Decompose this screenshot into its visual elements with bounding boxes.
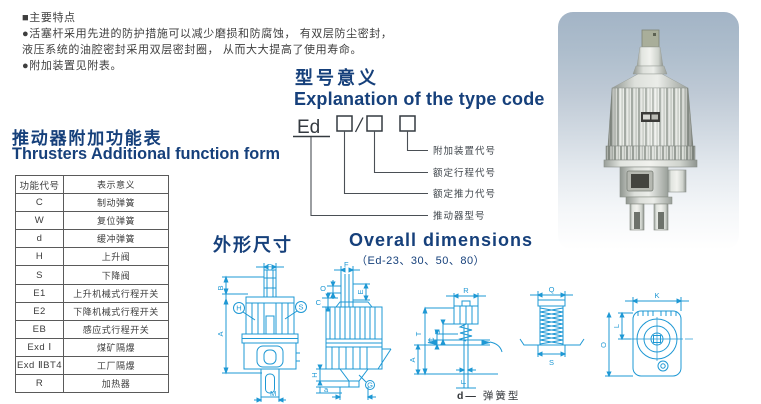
cell-code: Exd ⅡBT4 <box>15 355 64 376</box>
drawing-note: d— 弹簧型 <box>457 388 520 403</box>
table-row: Exd ⅡBT4 工厂隔爆 <box>15 355 169 376</box>
dim-label: G <box>367 381 373 390</box>
drawing-side-view: F O E C H a G <box>312 260 392 400</box>
cell-meaning: 加热器 <box>63 374 169 394</box>
table-row: R 加热器 <box>15 374 169 394</box>
dim-label: Q <box>549 285 555 294</box>
dim-label: S <box>298 303 303 312</box>
dimensions-title-en: Overall dimensions <box>349 230 534 250</box>
drawing-note-prefix: d— <box>457 390 478 402</box>
cell-meaning: 复位弹簧 <box>63 211 169 231</box>
table-row: S 下降阀 <box>15 265 169 285</box>
dim-label: F <box>267 262 272 271</box>
features-block: ■主要特点 ●活塞杆采用先进的防护措施可以减少磨损和防腐蚀， 有双层防尘密封， … <box>22 10 393 74</box>
cell-code: E1 <box>15 283 64 303</box>
type-code-title-zh: 型号意义 <box>295 68 379 88</box>
dim-label: K <box>654 291 659 300</box>
table-row: C 制动弹簧 <box>15 193 169 213</box>
cell-code: C <box>15 193 64 213</box>
cell-meaning: 缓冲弹簧 <box>63 229 169 249</box>
table-row: d 缓冲弹簧 <box>15 229 169 249</box>
cell-meaning: 感应式行程开关 <box>63 319 169 339</box>
cell-meaning: 下降机械式行程开关 <box>63 301 169 321</box>
cell-code: S <box>15 265 64 285</box>
dim-label: O <box>320 284 326 293</box>
cell-code: EB <box>15 319 64 339</box>
dim-label: a <box>324 385 329 394</box>
dim-label: M <box>270 389 276 398</box>
dimensions-title-zh: 外形尺寸 <box>213 235 293 255</box>
cell-meaning: 制动弹簧 <box>63 193 169 213</box>
type-code-title-en: Explanation of the type code <box>294 89 545 109</box>
cell-meaning: 工厂隔爆 <box>63 355 169 376</box>
dim-label: E <box>356 289 365 294</box>
table-header-meaning: 表示意义 <box>63 174 169 195</box>
cell-meaning: 上升阀 <box>63 247 169 267</box>
cell-code: R <box>15 374 64 394</box>
table-row: EB 感应式行程开关 <box>15 319 169 339</box>
features-line: ●附加装置见附表。 <box>22 60 123 72</box>
drawing-spring-column: Q S <box>519 285 585 367</box>
cell-code: Exd Ⅰ <box>15 337 64 357</box>
features-line: 液压系统的油腔密封采用双层密封圈， 从而大大提高了使用寿命。 <box>22 44 363 56</box>
table-row: E1 上升机械式行程开关 <box>15 283 169 303</box>
drawing-top-view: K L O <box>599 291 693 378</box>
dim-label: C <box>427 337 436 343</box>
drawing-note-text: 弹簧型 <box>482 390 521 402</box>
function-table-title-en: Thrusters Additional function form <box>12 145 281 163</box>
dimensions-subtitle: （Ed-23、30、50、80） <box>356 255 486 267</box>
function-table: 功能代号 表示意义 C 制动弹簧 W 复位弹簧 d 缓冲弹簧 H 上升阀 S 下… <box>15 174 169 394</box>
dim-label: H <box>312 372 319 377</box>
features-title: ■主要特点 <box>22 12 76 24</box>
dim-label: T <box>414 331 423 336</box>
dim-label: A <box>216 331 225 336</box>
cell-code: E2 <box>15 301 64 321</box>
dim-label: F <box>344 260 349 269</box>
features-line: ●活塞杆采用先进的防护措施可以减少磨损和防腐蚀， 有双层防尘密封， <box>22 28 393 40</box>
table-row: W 复位弹簧 <box>15 211 169 231</box>
dim-label: C <box>316 298 322 307</box>
table-row: H 上升阀 <box>15 247 169 267</box>
dim-label: O <box>599 342 608 348</box>
type-code-label: 额定行程代号 <box>433 167 496 179</box>
type-code-diagram: Ed 附加装置代号 额定行程代号 额定推力代号 推动器型号 <box>293 115 496 222</box>
cell-code: H <box>15 247 64 267</box>
table-row: E2 下降机械式行程开关 <box>15 301 169 321</box>
cell-code: W <box>15 211 64 231</box>
drawing-spring-section: R T D C A F <box>410 286 503 389</box>
dim-label: L <box>612 324 621 328</box>
type-code-label: 额定推力代号 <box>433 188 496 200</box>
cell-meaning: 煤矿隔爆 <box>63 337 169 357</box>
dim-label: A <box>410 357 417 362</box>
type-code-label: 推动器型号 <box>433 210 486 222</box>
cell-code: d <box>15 229 64 249</box>
dim-label: H <box>236 304 241 313</box>
table-header-row: 功能代号 表示意义 <box>15 174 169 195</box>
table-row: Exd Ⅰ 煤矿隔爆 <box>15 337 169 357</box>
drawing-front-view: F B A H S M <box>216 262 307 403</box>
product-photo-panel <box>558 12 739 250</box>
dim-label: F <box>459 379 468 384</box>
cell-meaning: 下降阀 <box>63 265 169 285</box>
dim-label: D <box>433 329 442 335</box>
dim-label: S <box>549 358 554 367</box>
type-code-label: 附加装置代号 <box>433 145 496 157</box>
type-code-prefix: Ed <box>297 117 320 138</box>
function-table-title-zh: 推动器附加功能表 <box>12 129 163 148</box>
table-header-code: 功能代号 <box>15 174 64 195</box>
dim-label: R <box>463 286 469 295</box>
product-photo <box>603 29 698 231</box>
cell-meaning: 上升机械式行程开关 <box>63 283 169 303</box>
dim-label: B <box>216 285 225 290</box>
